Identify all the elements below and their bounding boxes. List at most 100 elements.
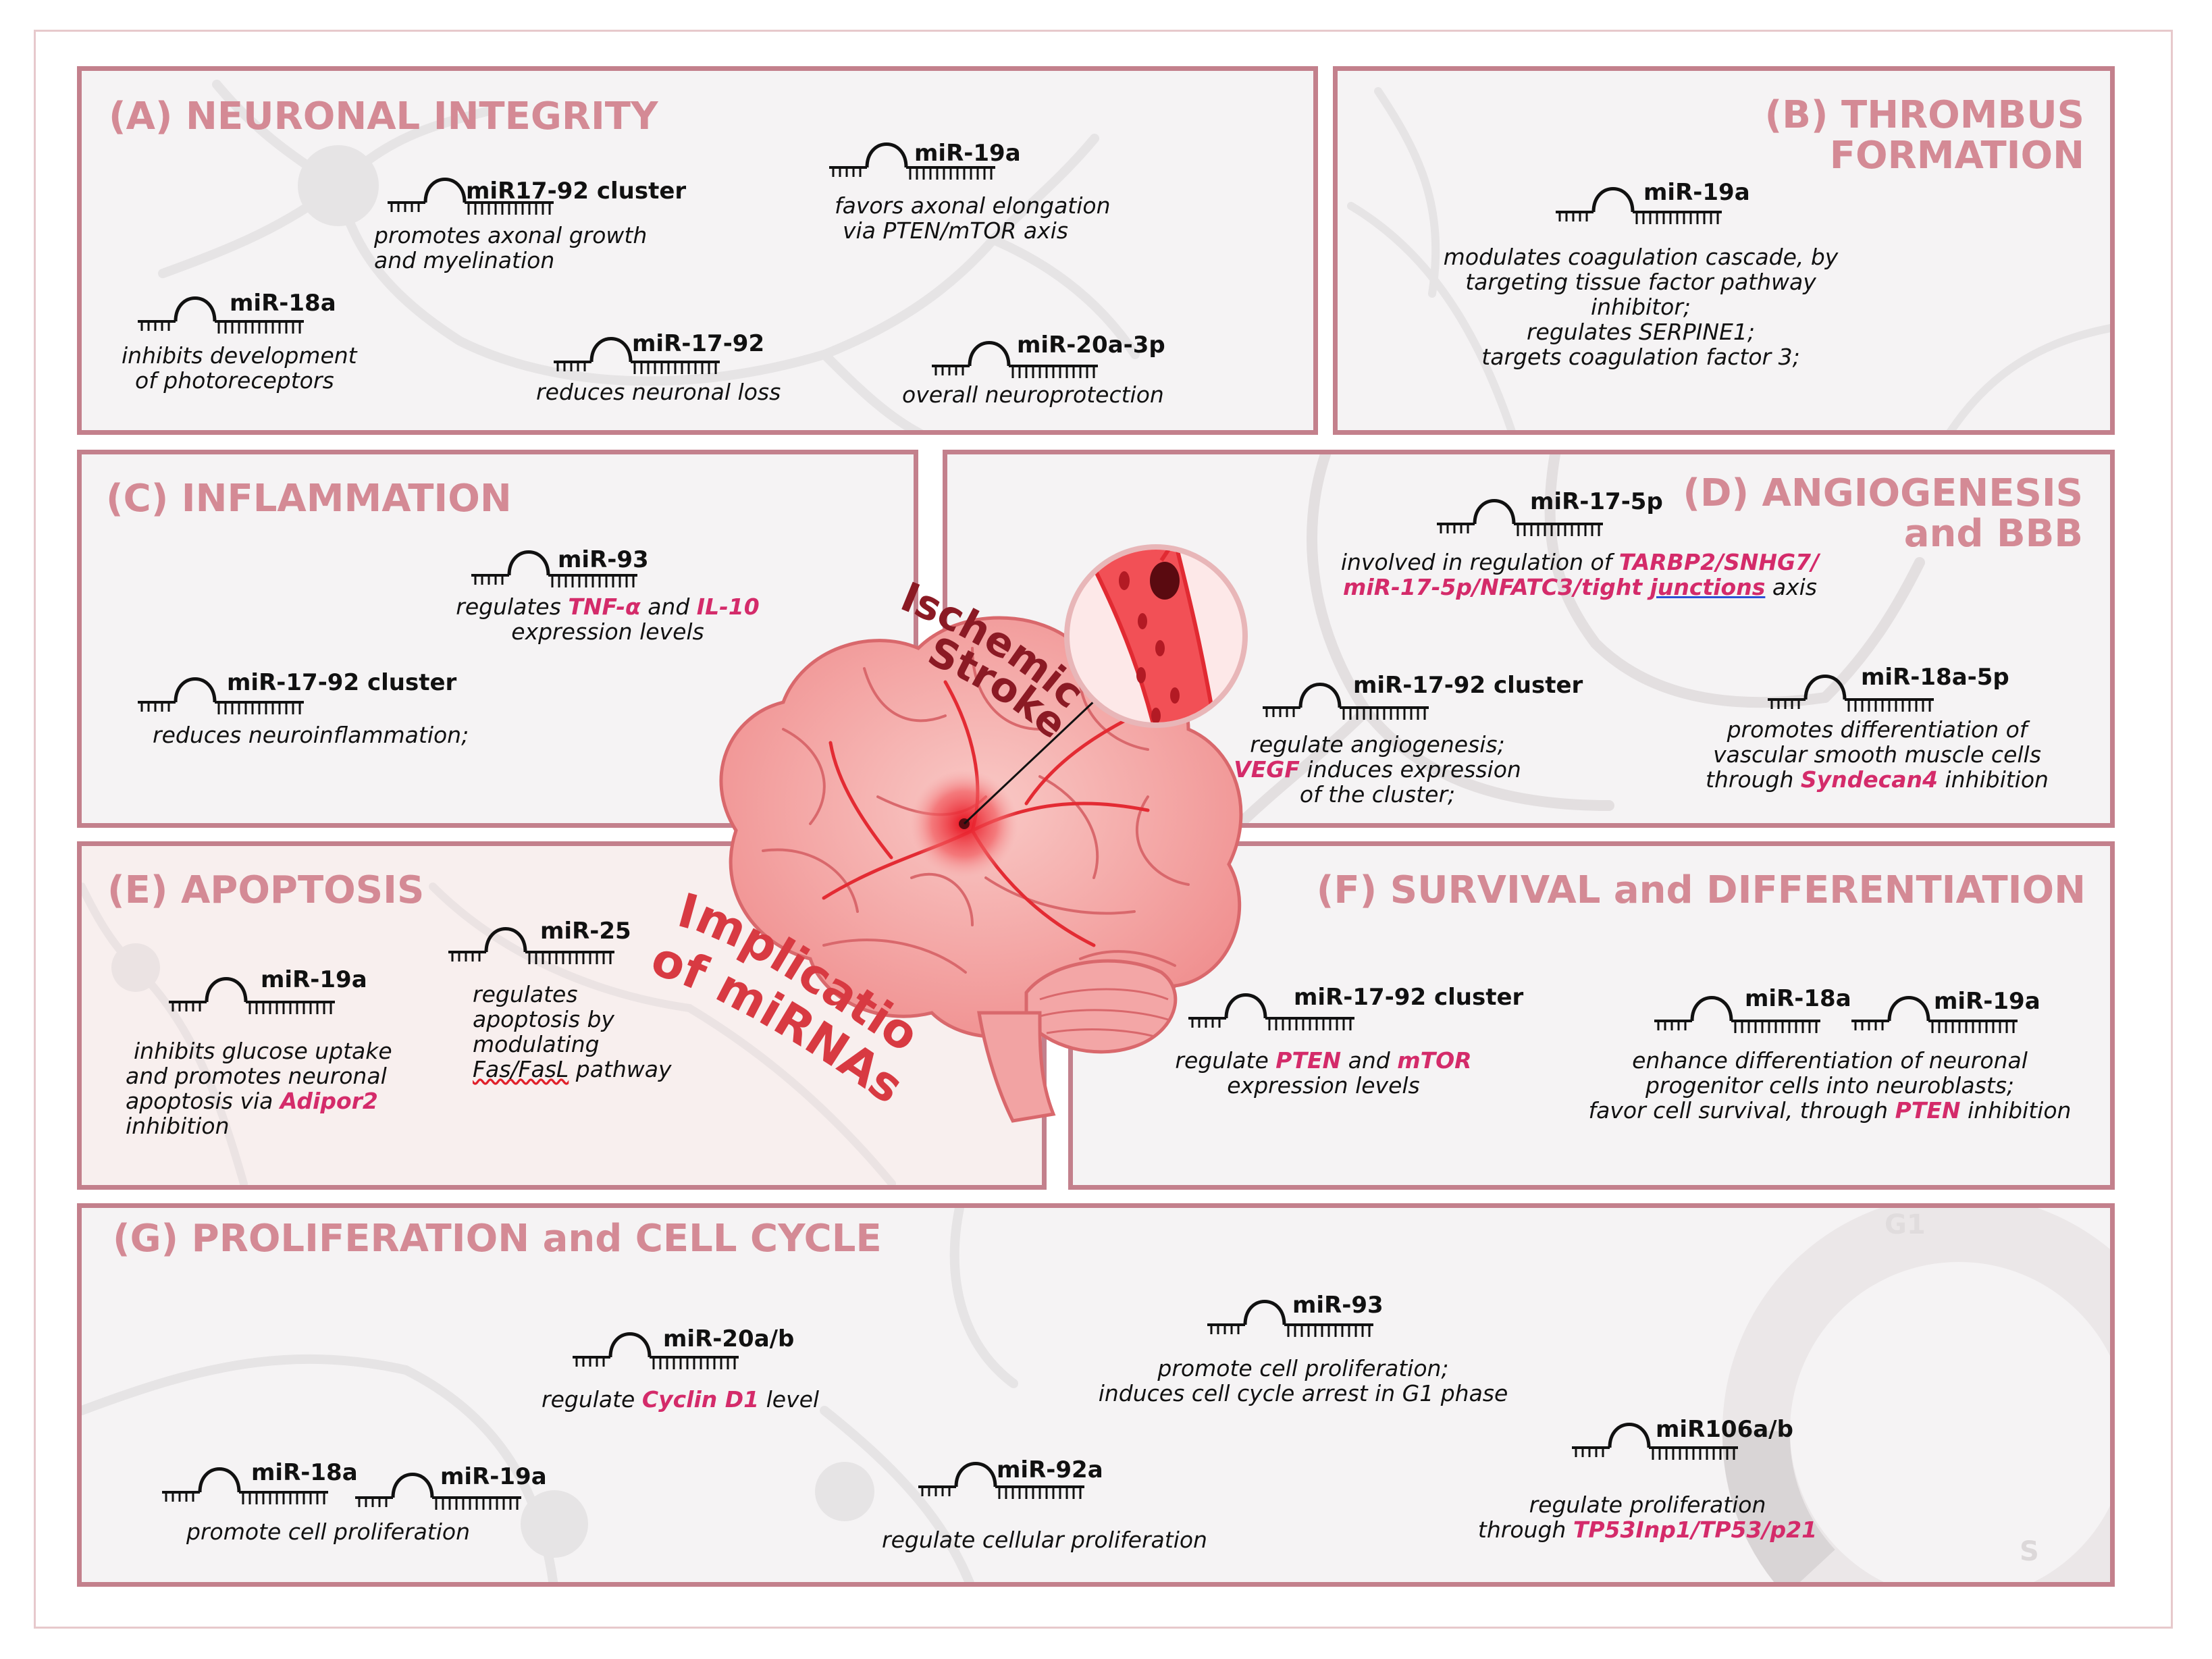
mirna-mir-17-92-cluster: miR-17-92 cluster	[1260, 673, 1583, 740]
mirna-name: miR17-92 cluster	[466, 178, 687, 205]
highlight-pten: PTEN	[1275, 1047, 1342, 1074]
mirna-description: promotes differentiation of vascular smo…	[1706, 716, 2049, 793]
neuron-background-graphic	[82, 883, 896, 1185]
mirna-description: overall neuroprotection	[902, 381, 1164, 408]
panel-title-line-2: and BBB	[1903, 512, 2083, 556]
figure-frame	[34, 30, 2173, 1629]
mirna-name: miR-19a	[1934, 988, 2040, 1015]
mirna-name: miR-93	[558, 546, 649, 573]
panel-title: (A) NEURONAL INTEGRITY	[109, 95, 658, 138]
mirna-name: miR-19a	[261, 966, 367, 993]
panel-title-line-2: FORMATION	[1829, 134, 2084, 178]
mirna-description: regulates TNF-α and IL-10 expression lev…	[456, 594, 760, 645]
hairpin-icon	[138, 296, 304, 334]
hairpin-icon	[471, 550, 637, 587]
highlight-junctions: junctions	[1650, 574, 1766, 600]
mirna-name: miR-92a	[997, 1456, 1103, 1483]
panel-neuronal-integrity: (A) NEURONAL INTEGRITY	[77, 66, 1318, 435]
mirna-mir-25: miR-25	[446, 917, 648, 984]
mirna-description: regulate cellular proliferation	[882, 1527, 1207, 1553]
mirna-mir-19a: miR-19a	[166, 967, 369, 1034]
panel-title: (G) PROLIFERATION and CELL CYCLE	[113, 1217, 882, 1261]
mirna-mir-20a-b: miR-20a/b	[570, 1322, 799, 1390]
mirna-name: miR-18a	[1745, 985, 1851, 1012]
highlight-cyclin-d1: Cyclin D1	[641, 1386, 760, 1413]
hairpin-icon	[1556, 187, 1722, 224]
mirna-name: miR-17-92 cluster	[1294, 984, 1524, 1011]
hairpin-icon	[355, 1473, 521, 1510]
cell-cycle-background-graphic	[82, 1208, 2110, 1582]
highlight-adipor2: Adipor2	[280, 1088, 378, 1114]
highlight-mtor: mTOR	[1397, 1047, 1472, 1074]
mirna-mir-17-5p: miR-17-5p	[1434, 489, 1664, 556]
mirna-mir-20a-3p: miR-20a-3p	[929, 331, 1186, 398]
highlight-pten: PTEN	[1895, 1097, 1961, 1124]
hairpin-icon	[1654, 996, 1820, 1033]
mirna-name: miR-17-92 cluster	[1353, 672, 1583, 699]
mirna-mir-18a: miR-18a	[135, 286, 338, 354]
mirna-mir-93: miR-93	[469, 540, 671, 608]
panel-thrombus-formation: (B) THROMBUS FORMATION	[1333, 66, 2115, 435]
mirna-description: reduces neuronal loss	[536, 379, 781, 405]
mirna-name: miR-17-5p	[1530, 488, 1663, 515]
mirna-name: miR-17-92 cluster	[227, 669, 457, 696]
panel-proliferation-cell-cycle: (G) PROLIFERATION and CELL CYCLE G1 S	[77, 1203, 2115, 1587]
neuron-background-graphic	[158, 80, 1140, 430]
mirna-name: miR-18a	[230, 290, 336, 317]
mirna-mir-17-92-cluster: miR-17-92 cluster	[135, 667, 456, 735]
highlight-tp53: TP53Inp1/TP53/p21	[1573, 1517, 1818, 1543]
highlight-axis: miR-17-5p/NFATC3/tight	[1343, 574, 1650, 600]
mirna-mir-19a: miR-19a	[352, 1463, 555, 1530]
mirna-description: promote cell proliferation; induces cell…	[1098, 1355, 1508, 1406]
mirna-name: miR106a/b	[1656, 1416, 1793, 1443]
mirna-mir-93: miR-93	[1205, 1290, 1407, 1357]
mirna-mir-19a: miR-19a	[1849, 986, 2051, 1053]
hairpin-icon	[388, 178, 554, 215]
mirna-description: promote cell proliferation	[186, 1519, 471, 1545]
mirna-mir17-92-cluster: miR17-92 cluster	[385, 167, 686, 235]
mirna-name: miR-19a	[914, 140, 1021, 167]
highlight-syndecan4: Syndecan4	[1800, 766, 1938, 793]
highlight-tnf-alpha: TNF-α	[568, 594, 641, 620]
hairpin-icon	[573, 1332, 739, 1369]
panel-title: (C) INFLAMMATION	[106, 477, 512, 521]
mirna-mir-92a: miR-92a	[916, 1452, 1118, 1519]
hairpin-icon	[1572, 1423, 1738, 1460]
hairpin-icon	[1263, 683, 1429, 720]
mirna-description: modulates coagulation cascade, by target…	[1443, 244, 1839, 370]
cell-cycle-label-s: S	[2020, 1536, 2039, 1567]
mirna-description: promotes axonal growth and myelination	[374, 222, 648, 273]
highlight-tarbp2: TARBP2/SNHG7/	[1618, 549, 1820, 575]
hairpin-icon	[554, 337, 720, 374]
panel-title: (B) THROMBUS FORMATION	[1765, 95, 2084, 176]
hairpin-icon	[918, 1462, 1084, 1499]
mirna-mir106a-b: miR106a/b	[1569, 1413, 1799, 1480]
hairpin-icon	[169, 977, 335, 1014]
mirna-name: miR-18a-5p	[1861, 664, 2009, 691]
mirna-mir-19a: miR-19a	[826, 132, 1029, 200]
highlight-vegf: VEGF	[1234, 756, 1300, 783]
panel-title-line-1: (B) THROMBUS	[1764, 93, 2084, 137]
hairpin-icon	[1851, 996, 2018, 1033]
panel-title: (D) ANGIOGENESIS and BBB	[1683, 473, 2083, 554]
cell-cycle-label-g1: G1	[1885, 1209, 1926, 1240]
hairpin-icon	[1207, 1300, 1373, 1337]
underlined-fas-fasl: Fas/FasL	[473, 1056, 569, 1082]
mirna-mir-18a: miR-18a	[159, 1457, 362, 1525]
hairpin-icon	[1768, 675, 1934, 712]
mirna-name: miR-25	[540, 918, 631, 945]
mirna-description: involved in regulation of TARBP2/SNHG7/ …	[1340, 549, 1820, 600]
mirna-name: miR-17-92	[632, 330, 765, 357]
mirna-name: miR-20a-3p	[1017, 332, 1165, 359]
mirna-description: enhance differentiation of neuronal prog…	[1588, 1047, 2072, 1124]
mirna-description: regulates apoptosis by modulating Fas/Fa…	[473, 981, 672, 1082]
panel-title: (F) SURVIVAL and DIFFERENTIATION	[1316, 868, 2086, 912]
mirna-description: regulate Cyclin D1 level	[542, 1386, 820, 1413]
mirna-mir-18a-5p: miR-18a-5p	[1765, 664, 2009, 732]
mirna-name: miR-19a	[440, 1463, 547, 1490]
highlight-il-10: IL-10	[696, 594, 760, 620]
mirna-description: favors axonal elongation via PTEN/mTOR a…	[835, 192, 1111, 244]
mirna-mir-17-92-cluster: miR-17-92 cluster	[1186, 983, 1523, 1051]
mirna-description: regulate proliferation through TP53Inp1/…	[1477, 1492, 1818, 1543]
hairpin-icon	[448, 927, 614, 964]
